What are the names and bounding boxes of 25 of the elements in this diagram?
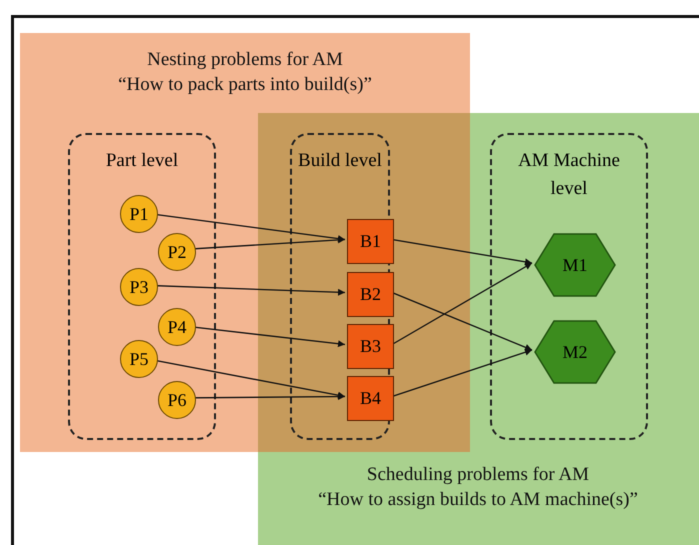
arrow	[156, 214, 346, 242]
machine-hexagon: M2	[534, 320, 616, 384]
region-title: “How to assign builds to AM machine(s)”	[318, 488, 638, 512]
arrow	[392, 348, 532, 398]
level-group	[490, 133, 648, 440]
machine-hexagon: M1	[534, 233, 616, 297]
build-box: B2	[347, 272, 394, 317]
level-group	[68, 133, 216, 440]
region-title: Nesting problems for AM	[147, 48, 343, 72]
arrow	[194, 393, 345, 400]
arrow	[156, 360, 346, 399]
region-title: Scheduling problems for AM	[366, 463, 590, 487]
build-box: B3	[347, 324, 394, 369]
arrow	[194, 326, 346, 348]
arrow	[194, 236, 346, 250]
arrow	[392, 292, 532, 351]
build-box: B4	[347, 376, 394, 421]
level-label: AM Machine level	[518, 150, 620, 199]
level-label: Part level	[106, 150, 178, 171]
level-label: Build level	[298, 150, 382, 171]
arrow	[156, 285, 346, 296]
arrow	[392, 238, 532, 266]
region-title: “How to pack parts into build(s)”	[118, 73, 372, 97]
build-box: B1	[347, 219, 394, 264]
arrow	[392, 262, 532, 346]
